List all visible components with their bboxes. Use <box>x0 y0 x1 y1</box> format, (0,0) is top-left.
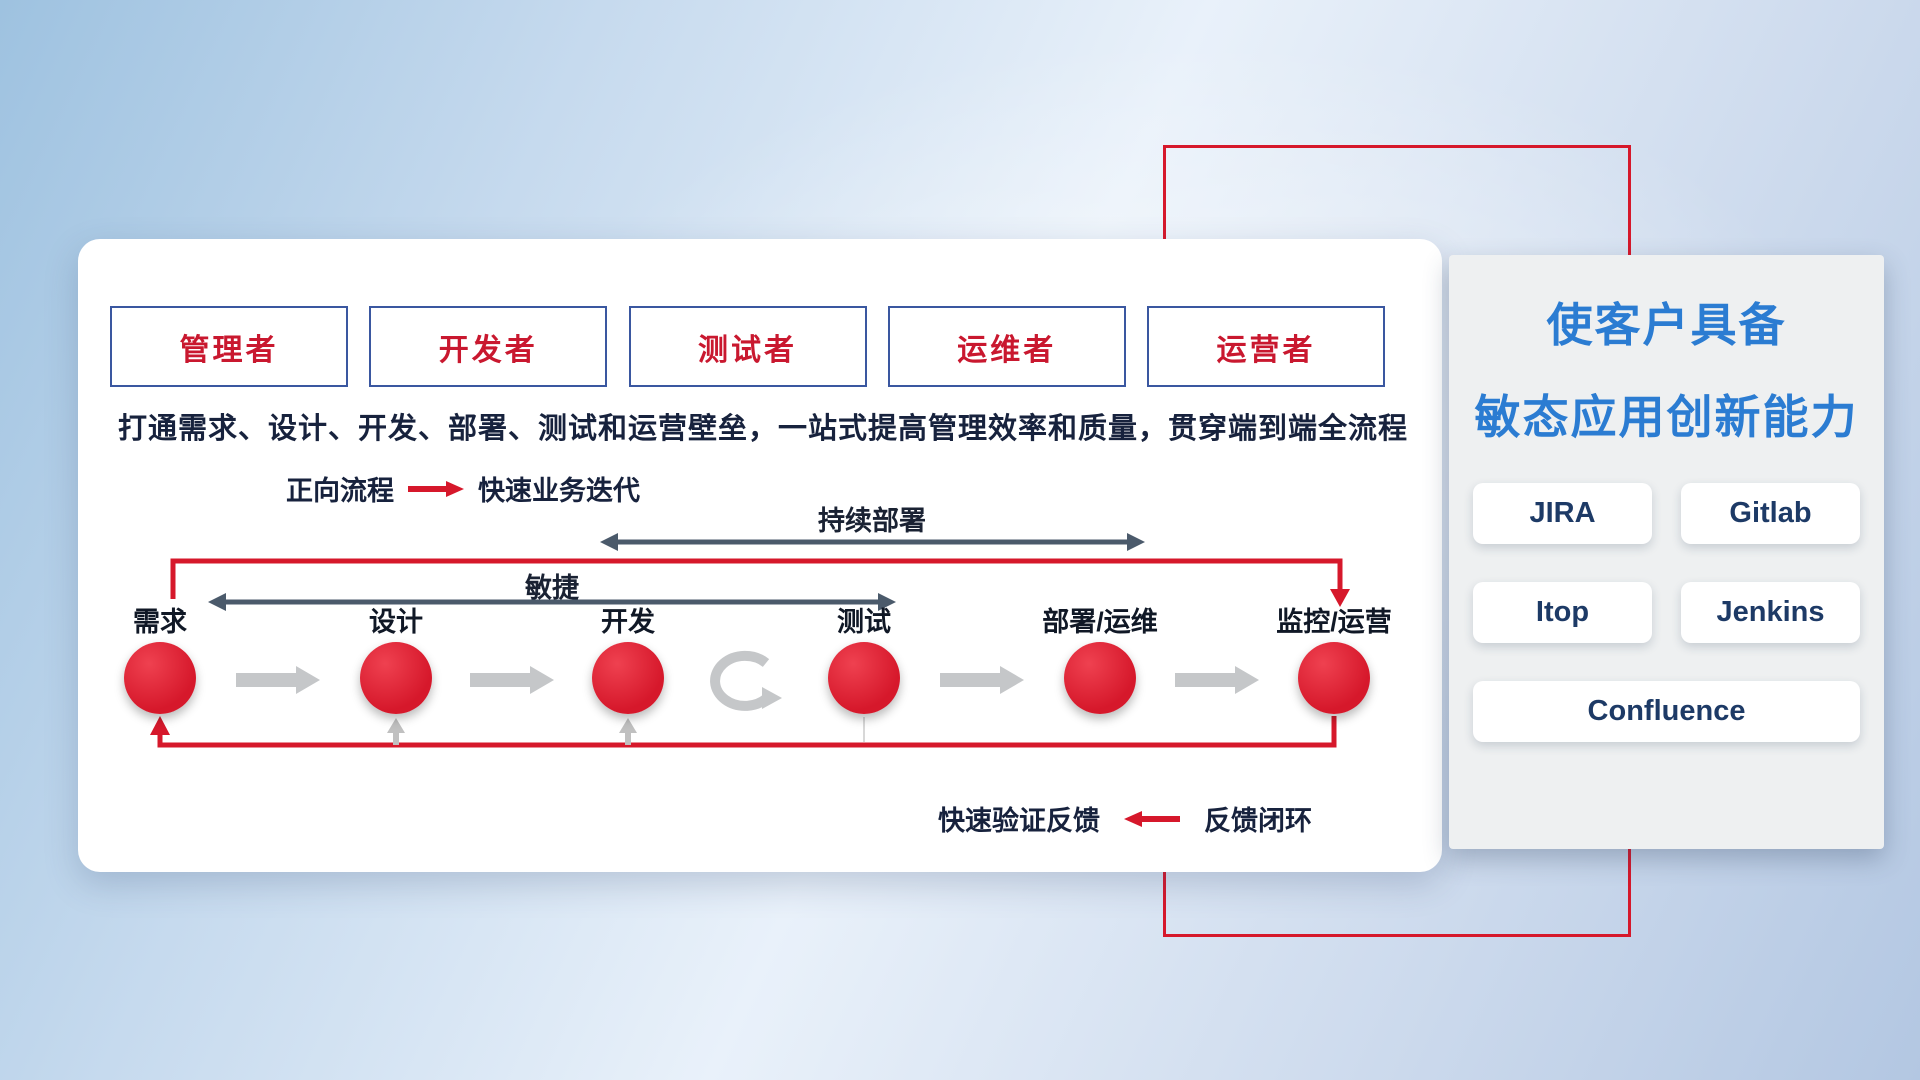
role-box-manager: 管理者 <box>110 306 348 387</box>
role-box-business-operator: 运营者 <box>1147 306 1385 387</box>
panel-title-line2: 敏态应用创新能力 <box>1474 391 1859 443</box>
flow-description: 打通需求、设计、开发、部署、测试和运营壁垒，一站式提高管理效率和质量，贯穿端到端… <box>118 413 1409 445</box>
stage-circle <box>360 642 432 714</box>
tool-chip-jira[interactable]: JIRA <box>1473 483 1652 544</box>
stage-deploy-ops: 部署/运维 <box>1020 605 1180 714</box>
tool-chip-confluence[interactable]: Confluence <box>1473 681 1860 742</box>
stage-monitor-operation: 监控/运营 <box>1254 605 1414 714</box>
stage-circle <box>124 642 196 714</box>
flow-step-arrow <box>1175 666 1259 694</box>
stage-testing: 测试 <box>784 605 944 714</box>
stage-label: 测试 <box>837 607 891 637</box>
flow-step-arrow <box>940 666 1024 694</box>
forward-legend-name: 正向流程 <box>286 476 394 506</box>
flow-step-arrow <box>470 666 554 694</box>
flow-step-arrow <box>236 666 320 694</box>
role-label: 开发者 <box>438 333 538 367</box>
stage-circle <box>1064 642 1136 714</box>
feedback-arrow-icon <box>1124 810 1180 827</box>
continuous-deploy-label: 持续部署 <box>818 506 926 536</box>
role-label: 运营者 <box>1216 333 1316 367</box>
stage-label: 设计 <box>369 607 423 637</box>
forward-legend: 正向流程 快速业务迭代 <box>286 469 640 508</box>
panel-title-line1: 使客户具备 <box>1546 299 1787 351</box>
stage-circle <box>592 642 664 714</box>
iteration-loop-icon <box>710 650 782 711</box>
stage-requirement: 需求 <box>80 605 240 714</box>
stage-label: 监控/运营 <box>1276 607 1392 637</box>
stage-label: 需求 <box>133 607 187 637</box>
role-label: 管理者 <box>179 333 279 367</box>
stage-design: 设计 <box>316 605 476 714</box>
feedback-legend-name: 反馈闭环 <box>1204 806 1312 836</box>
role-box-tester: 测试者 <box>628 306 867 387</box>
tool-chip-itop[interactable]: Itop <box>1473 582 1652 643</box>
stage-circle <box>1298 642 1370 714</box>
forward-legend-desc: 快速业务迭代 <box>478 476 640 506</box>
role-box-developer: 开发者 <box>369 306 608 387</box>
stage-circle <box>828 642 900 714</box>
tool-chip-gitlab[interactable]: Gitlab <box>1681 483 1860 544</box>
stage-label: 部署/运维 <box>1042 607 1158 637</box>
stage-development: 开发 <box>548 605 708 714</box>
role-box-operations: 运维者 <box>887 306 1126 387</box>
feedback-flow-line <box>150 716 1337 748</box>
tool-chip-jenkins[interactable]: Jenkins <box>1681 582 1860 643</box>
feedback-legend: 快速验证反馈 反馈闭环 <box>938 799 1312 838</box>
role-label: 测试者 <box>698 333 797 367</box>
forward-flow-line <box>170 558 1350 607</box>
feedback-up-arrow <box>387 718 405 745</box>
stage-label: 开发 <box>601 607 655 637</box>
forward-arrow-icon <box>408 480 464 497</box>
agile-label: 敏捷 <box>525 573 579 603</box>
feedback-up-arrow <box>619 718 637 745</box>
role-boxes-row: 管理者 开发者 测试者 运维者 运营者 <box>110 306 1385 387</box>
role-label: 运维者 <box>957 333 1057 367</box>
feedback-legend-desc: 快速验证反馈 <box>938 806 1100 836</box>
capability-panel: 使客户具备 敏态应用创新能力 JIRA Gitlab Itop Jenkins … <box>1449 255 1884 849</box>
devops-flow-card: 管理者 开发者 测试者 运维者 运营者 打通需求、设计、开发、部署、测试和运营壁… <box>78 239 1442 872</box>
